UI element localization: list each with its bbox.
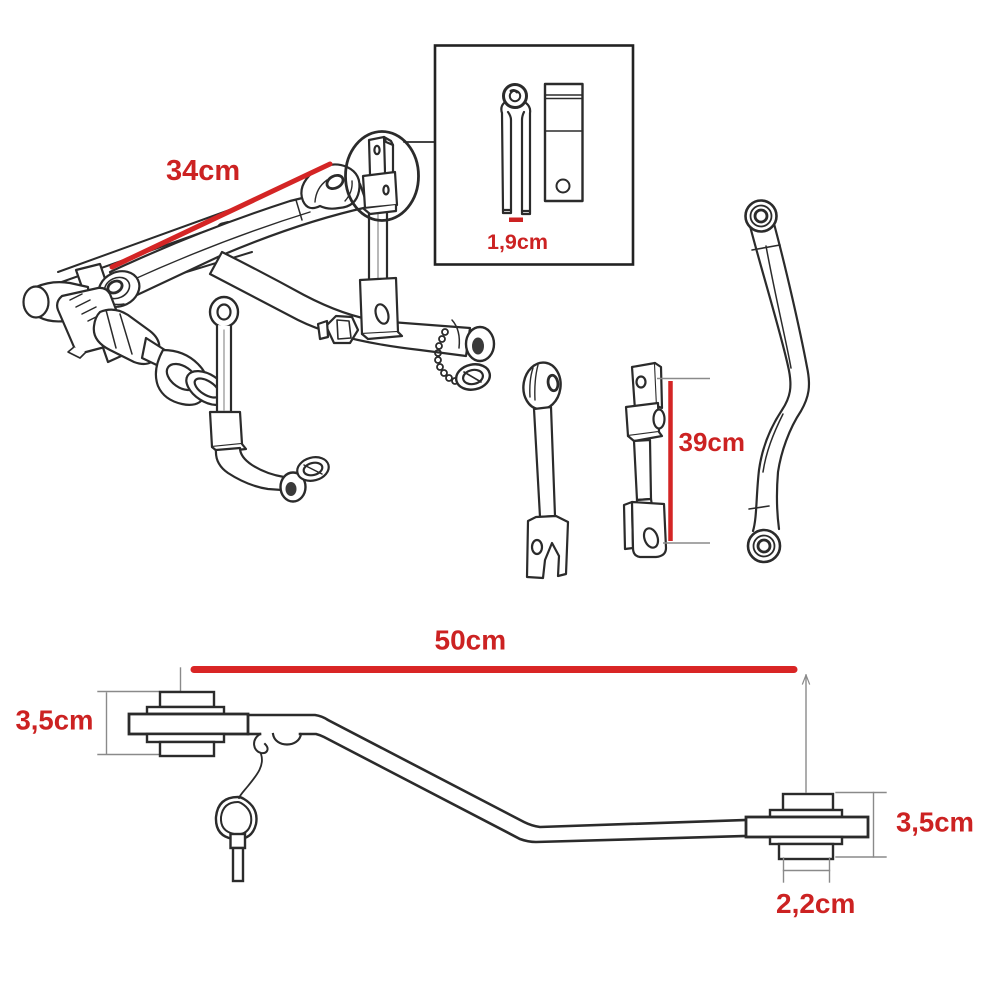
- svg-text:3,5cm: 3,5cm: [896, 807, 974, 838]
- svg-text:3,5cm: 3,5cm: [16, 705, 94, 736]
- svg-text:50cm: 50cm: [435, 625, 507, 656]
- svg-text:1,9cm: 1,9cm: [487, 230, 548, 254]
- svg-text:39cm: 39cm: [679, 427, 746, 457]
- svg-text:2,2cm: 2,2cm: [776, 888, 855, 919]
- svg-text:34cm: 34cm: [166, 155, 240, 187]
